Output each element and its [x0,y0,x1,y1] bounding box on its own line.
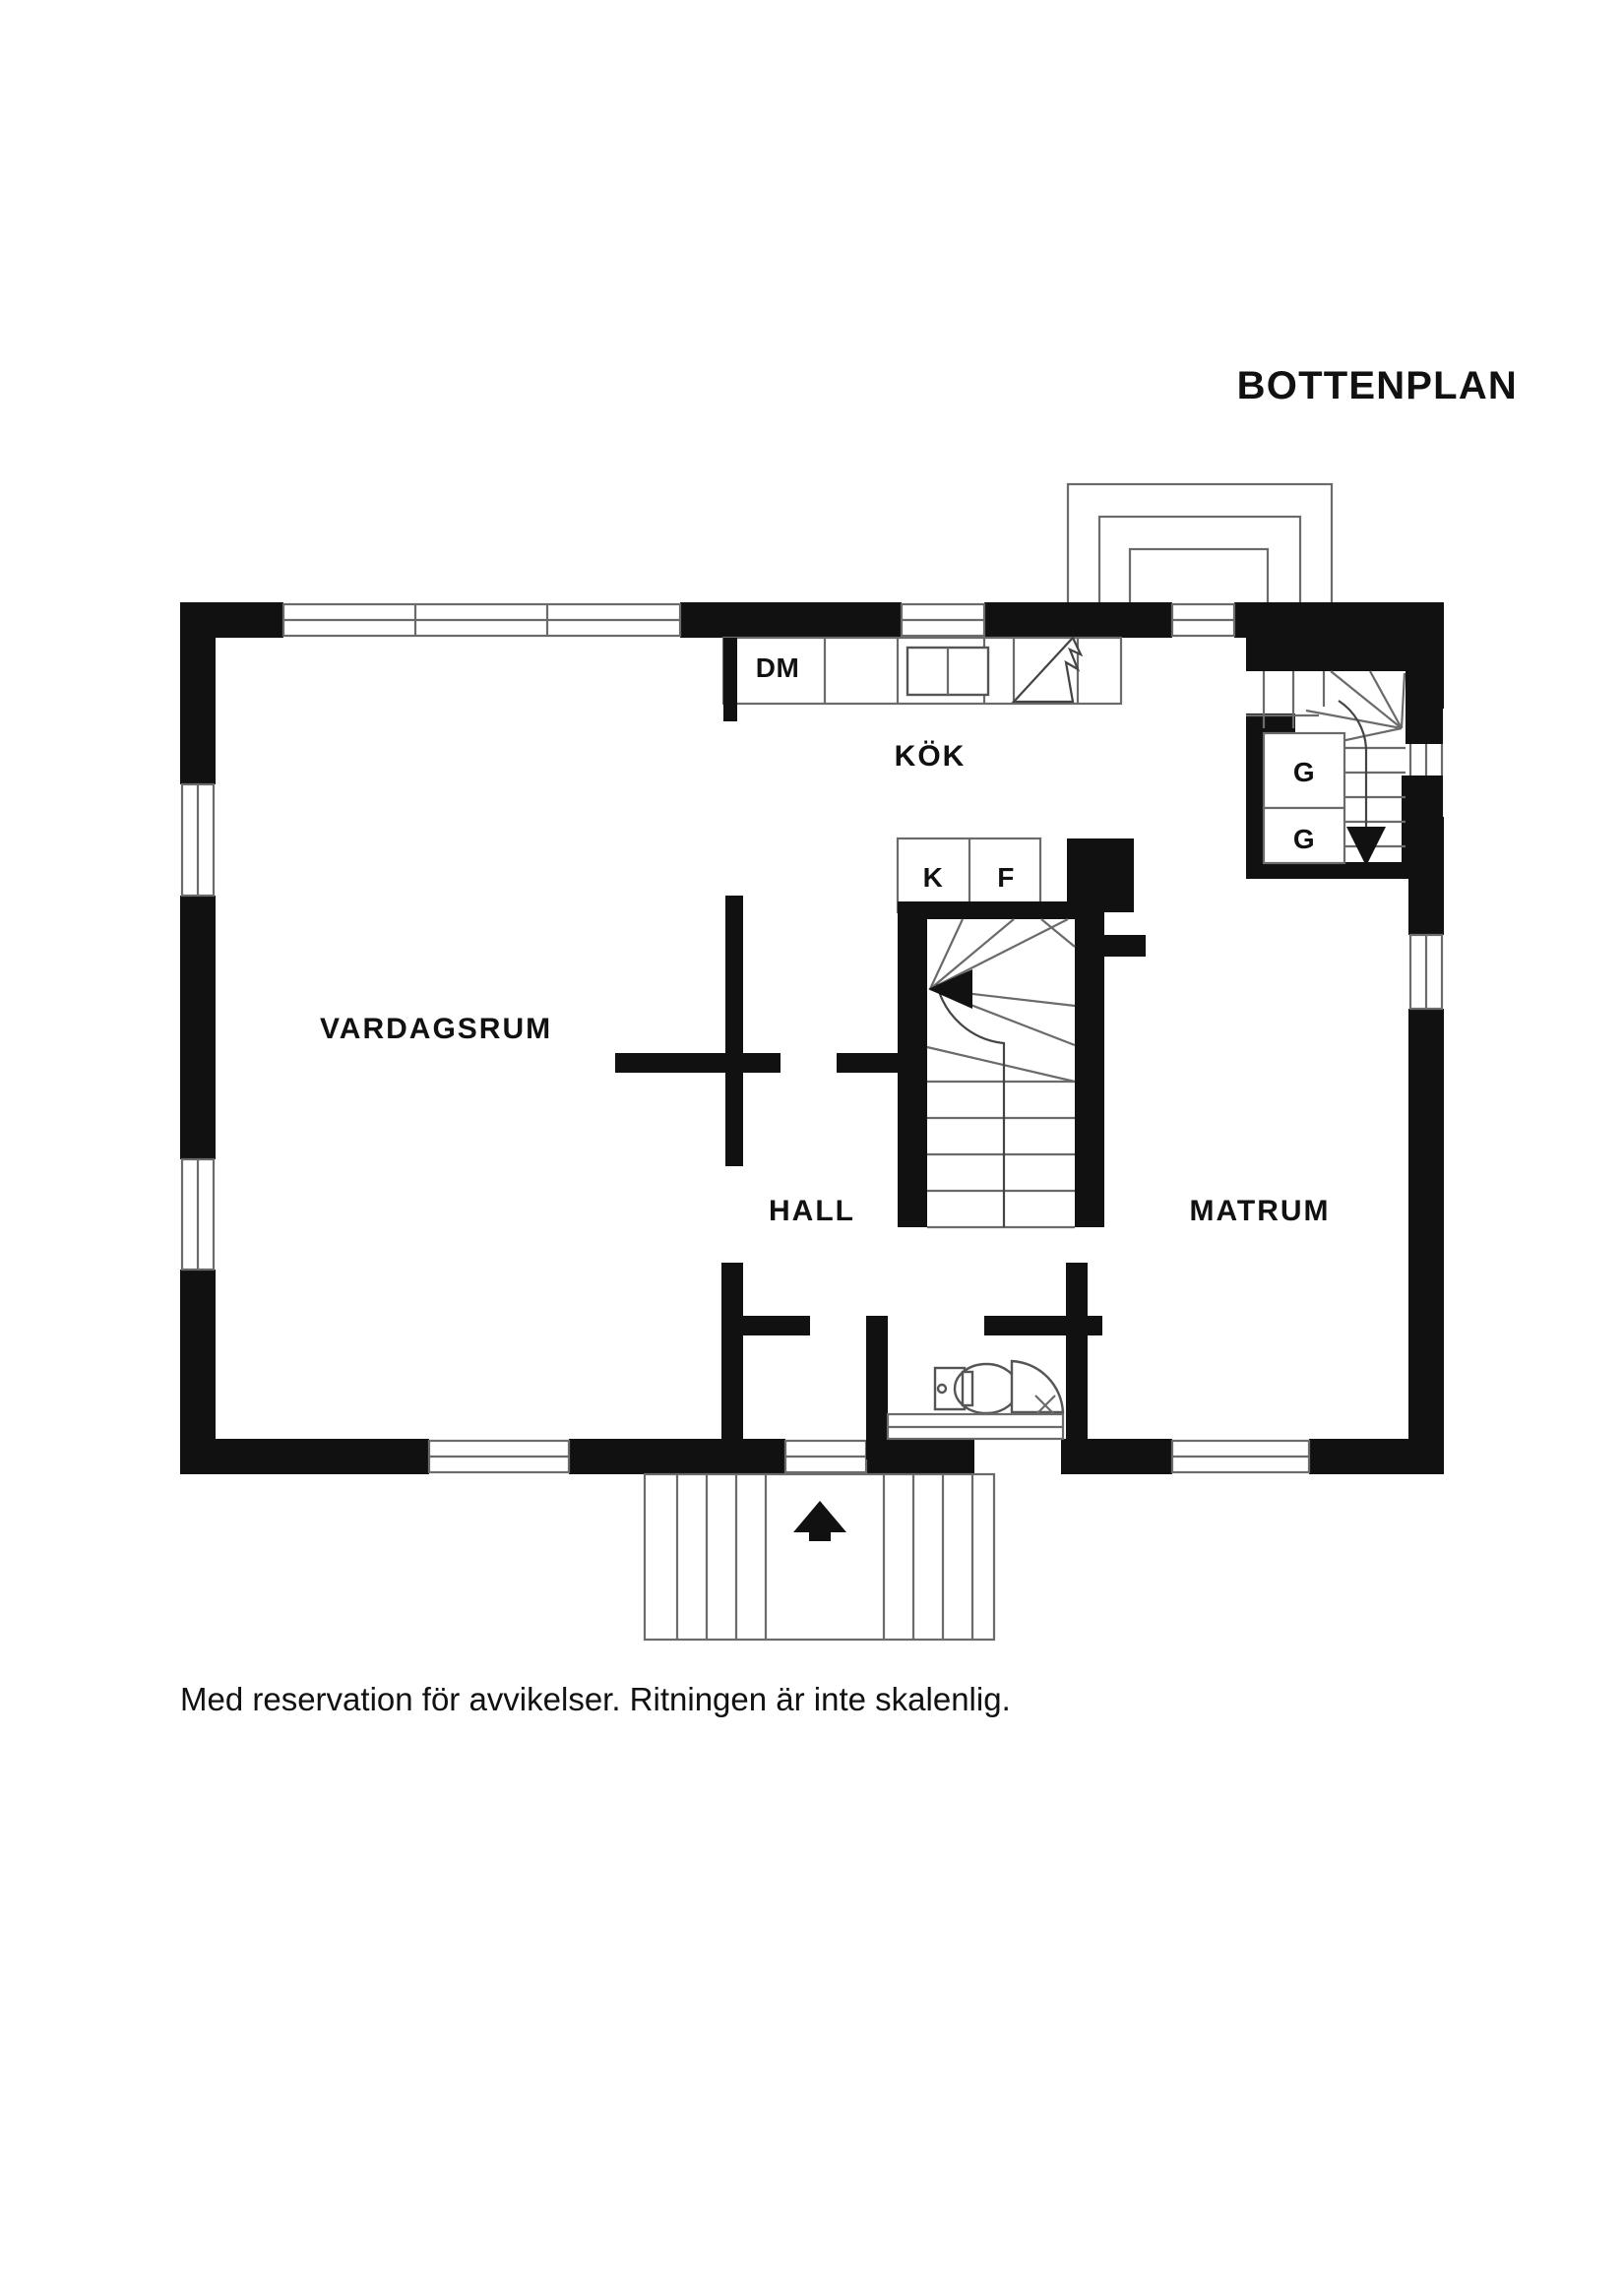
appliance-label-f: F [997,862,1015,893]
window-right-lower [1408,933,1444,1011]
closet-boxes: G G [1262,731,1346,865]
room-label-kok: KÖK [895,740,967,773]
kitchen-counter: DM [721,636,1123,721]
room-label-vardagsrum: VARDAGSRUM [320,1013,552,1045]
window-left-lower [180,1157,216,1272]
electric-stove-icon [1011,636,1084,704]
central-winder-staircase [837,901,1146,1229]
window-top-living [281,602,682,638]
living-room-column-cross [615,896,781,1166]
window-bottom-right [1170,1439,1311,1474]
kitchen-sink-icon [906,646,990,697]
window-bottom-left-a [427,1439,571,1474]
disclaimer-caption: Med reservation för avvikelser. Ritninge… [180,1681,1011,1717]
closet-label-g-lower: G [1293,824,1315,854]
appliance-label-dm: DM [756,652,800,683]
page-title: BOTTENPLAN [1236,364,1518,407]
closet-label-g-upper: G [1293,757,1315,787]
window-top-kitchen [900,602,986,638]
room-label-hall: HALL [769,1195,855,1227]
back-entrance-steps [1066,482,1334,609]
entrance-direction-arrow [793,1501,846,1541]
window-bottom-left-b [783,1439,868,1474]
wc-fixtures [886,1359,1065,1441]
wc-counter [886,1412,1065,1441]
corner-washbasin-icon [1010,1359,1065,1416]
back-winder-staircase [1246,638,1443,879]
interior-walls [615,896,1102,1459]
room-label-matrum: MATRUM [1189,1195,1330,1227]
front-entrance-steps [643,1472,996,1642]
window-top-right [1170,602,1236,638]
window-left-upper [180,782,216,898]
fridge-freezer-block: K F [896,837,1134,914]
appliance-label-k: K [923,862,944,893]
toilet-icon [933,1362,1020,1415]
